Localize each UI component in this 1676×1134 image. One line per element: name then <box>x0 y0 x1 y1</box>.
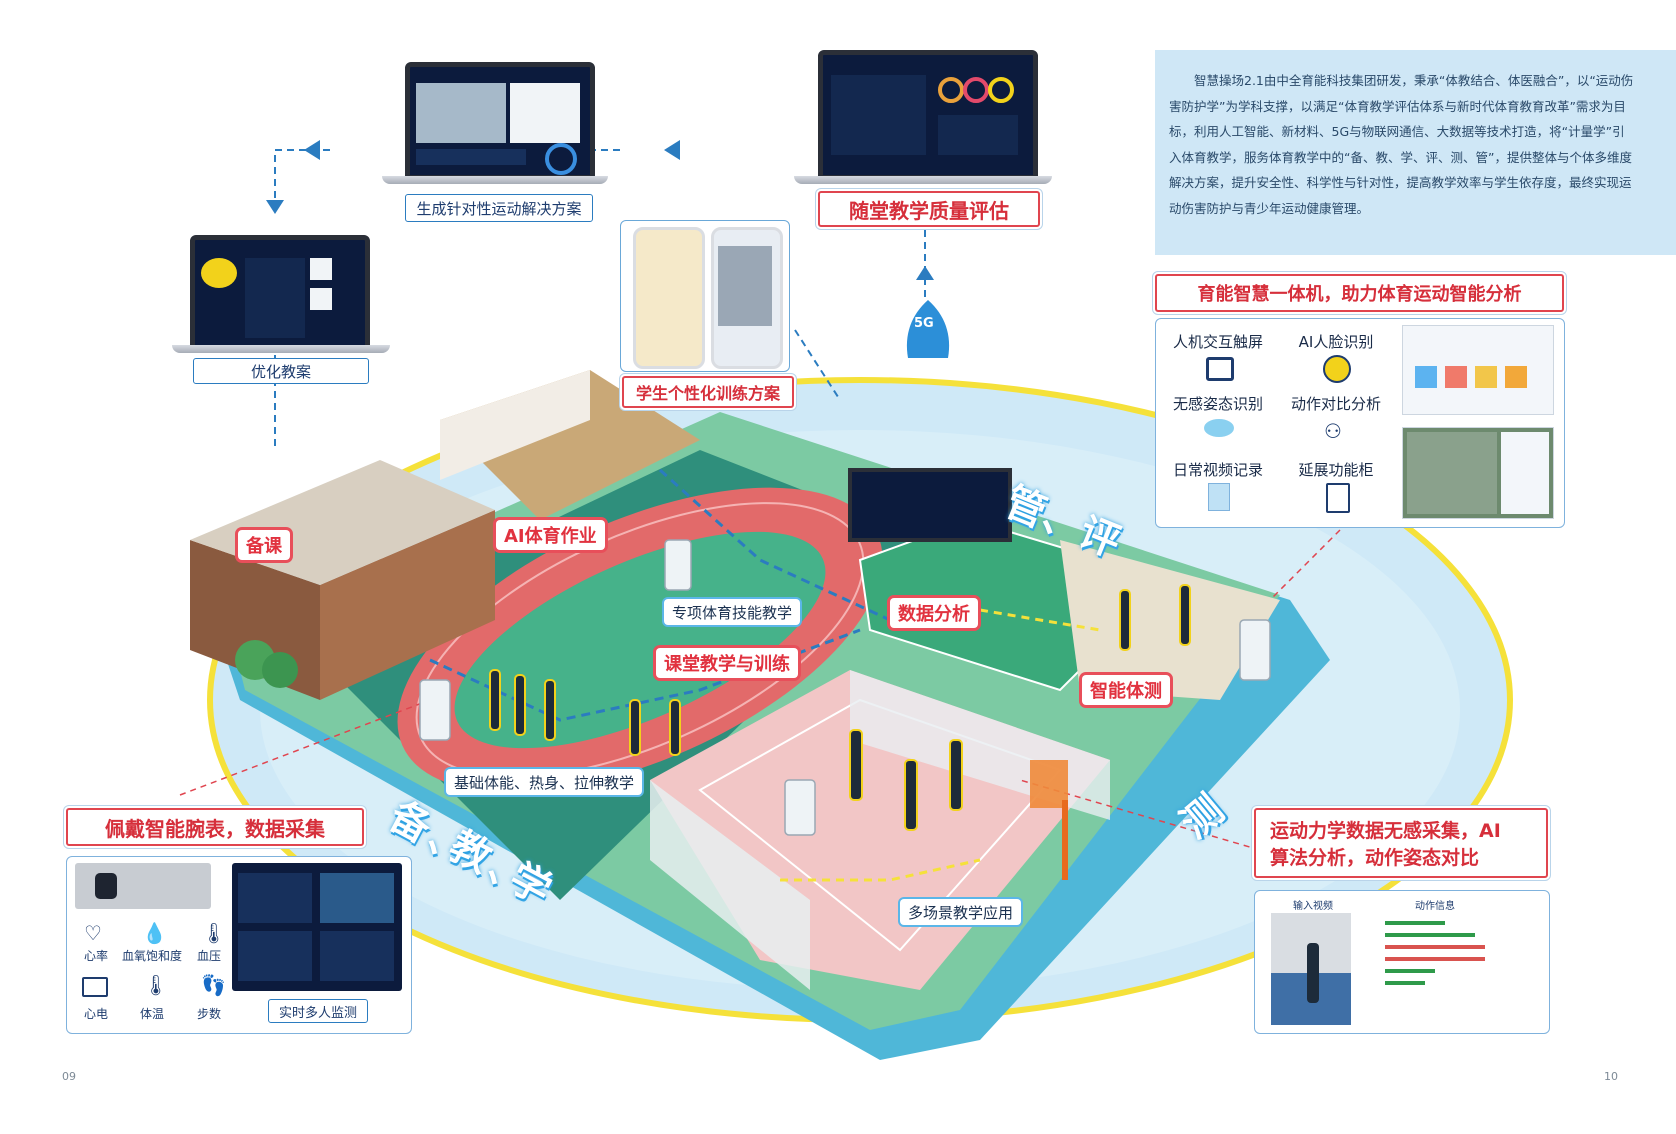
phone-mockup <box>633 227 705 369</box>
feature-touchscreen: 人机交互触屏 <box>1172 333 1263 351</box>
feature-cabinet: 延展功能柜 <box>1298 461 1374 479</box>
heart-rate-icon: ♡ <box>84 921 102 945</box>
label-realtime-monitor: 实时多人监测 <box>268 999 368 1023</box>
arrow-icon <box>916 266 934 280</box>
scene-ai-homework: AI体育作业 <box>496 520 605 550</box>
machine-ui-screenshot <box>1402 325 1554 415</box>
indoor-wall <box>440 370 590 480</box>
metric-blood-oxygen: 血氧饱和度 <box>121 949 182 963</box>
feature-motion-compare: 动作对比分析 <box>1290 395 1381 413</box>
basketball-hoop <box>1030 760 1068 808</box>
athlete-figures <box>489 584 1191 831</box>
rocket-icon <box>906 300 950 358</box>
label-optimize: 优化教案 <box>193 358 369 384</box>
thermometer-icon: 🌡 <box>143 973 169 997</box>
label-solution: 生成针对性运动解决方案 <box>405 194 593 222</box>
laptop-solution-base <box>382 176 608 184</box>
flow-line <box>658 468 891 622</box>
arrow-icon <box>664 140 680 160</box>
intro-box: 智慧操场2.1由中全育能科技集团研发，秉承“体教结合、体医融合”，以“运动伤害防… <box>1155 50 1676 255</box>
phone-panel <box>620 220 790 372</box>
scene-smart-test: 智能体测 <box>1082 675 1170 705</box>
label-personal-plan: 学生个性化训练方案 <box>622 376 794 408</box>
flow-line <box>274 149 330 205</box>
scene-data-analysis: 数据分析 <box>890 598 978 628</box>
mechanics-title-line2: 算法分析，动作姿态对比 <box>1270 847 1480 869</box>
intro-text: 智慧操场2.1由中全育能科技集团研发，秉承“体教结合、体医融合”，以“运动伤害防… <box>1169 73 1634 216</box>
page-number-right: 10 <box>1604 1070 1618 1083</box>
blood-pressure-icon: 🌡 <box>201 921 227 945</box>
face-recognition-icon <box>1323 355 1351 383</box>
wrist-watch-photo <box>75 863 211 909</box>
kiosk-machines <box>419 539 1271 836</box>
machine-camera-screenshot <box>1402 427 1554 519</box>
feature-face-recognition: AI人脸识别 <box>1298 333 1374 351</box>
leader-line <box>1019 779 1261 851</box>
glass-wall-left <box>650 780 810 990</box>
display-wall <box>848 468 1012 542</box>
scene-prep: 备课 <box>238 530 290 560</box>
mechanics-title: 运动力学数据无感采集，AI 算法分析，动作姿态对比 <box>1254 808 1548 878</box>
metric-temperature: 体温 <box>139 1007 164 1021</box>
leader-line <box>179 699 431 796</box>
scene-class-training: 课堂教学与训练 <box>656 648 798 678</box>
laptop-optimize-screen <box>190 235 370 353</box>
metric-blood-pressure: 血压 <box>196 949 221 963</box>
scene-skill-teaching: 专项体育技能教学 <box>664 599 801 625</box>
metric-heart-rate: 心率 <box>83 949 108 963</box>
badge-5g: 5G <box>914 316 934 331</box>
flow-line <box>979 608 1101 632</box>
laptop-evaluation-screen <box>818 50 1038 180</box>
motion-compare-icon: ⚇ <box>1324 419 1342 443</box>
cabinet-icon <box>1326 483 1350 513</box>
pose-recognition-icon <box>1204 419 1234 437</box>
metric-steps: 步数 <box>196 1007 221 1021</box>
mechanics-title-line1: 运动力学数据无感采集，AI <box>1270 820 1501 842</box>
info-label: 动作信息 <box>1415 901 1455 912</box>
machine-panel: 人机交互触屏 AI人脸识别 无感姿态识别 动作对比分析 ⚇ 日常视频记录 延展功… <box>1155 318 1565 528</box>
laptop-optimize-base <box>172 345 390 353</box>
laptop-evaluation-base <box>794 176 1052 184</box>
footsteps-icon: 👣 <box>201 973 226 997</box>
arrow-icon <box>304 140 320 160</box>
metric-ecg: 心电 <box>83 1007 108 1021</box>
scene-multi-scene: 多场景教学应用 <box>900 899 1022 925</box>
scene-basic-fitness: 基础体能、热身、拉伸教学 <box>446 769 643 795</box>
tree <box>262 652 298 688</box>
video-record-icon <box>1208 483 1230 511</box>
machine-title: 育能智慧一体机，助力体育运动智能分析 <box>1155 274 1564 312</box>
input-video-frame <box>1271 913 1351 1025</box>
label-evaluation: 随堂教学质量评估 <box>818 191 1040 227</box>
laptop-solution-screen <box>405 62 595 180</box>
flow-line <box>780 858 981 882</box>
fitness-area <box>1060 540 1280 700</box>
feature-video-record: 日常视频记录 <box>1172 461 1263 479</box>
page-number-left: 09 <box>62 1070 76 1083</box>
feature-pose-recognition: 无感姿态识别 <box>1172 395 1263 413</box>
touchscreen-icon <box>1206 357 1234 381</box>
watch-panel: ♡ 心率 💧 血氧饱和度 🌡 血压 心电 🌡 体温 👣 步数 实时多人监测 <box>66 856 412 1034</box>
building-side <box>320 510 495 700</box>
ecg-icon <box>82 977 108 997</box>
monitor-dashboard <box>232 863 402 991</box>
arrow-icon <box>266 200 284 214</box>
motion-info-lines <box>1385 921 1505 993</box>
blood-oxygen-icon: 💧 <box>142 921 167 945</box>
flow-line <box>794 329 841 401</box>
leader-line <box>1269 529 1341 601</box>
phone-mockup <box>711 227 783 369</box>
mechanics-panel: 输入视频 动作信息 <box>1254 890 1550 1034</box>
watch-title: 佩戴智能腕表，数据采集 <box>66 808 364 846</box>
video-label: 输入视频 <box>1293 901 1333 912</box>
